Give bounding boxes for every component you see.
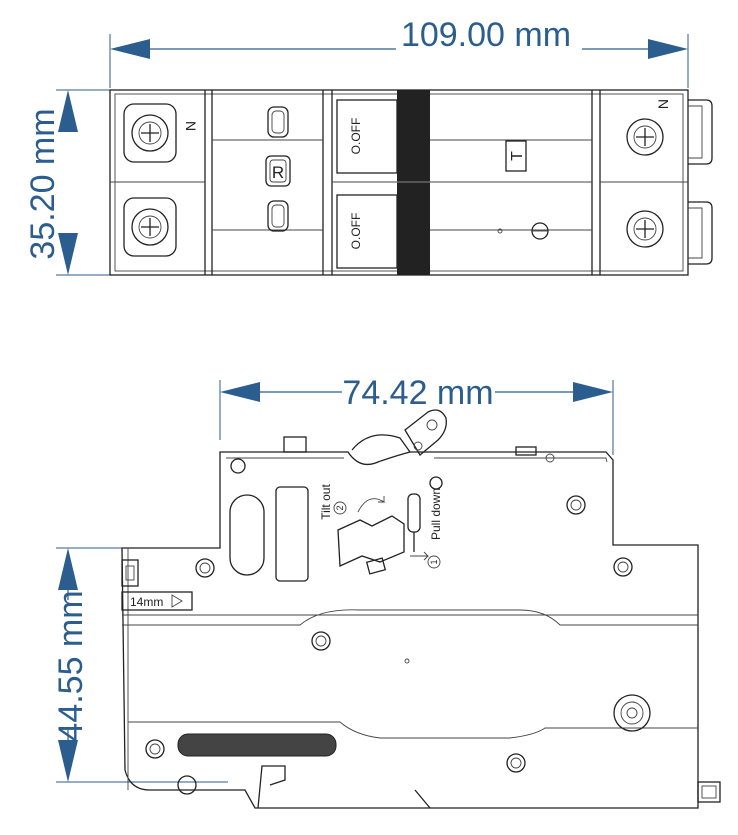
terminal-label-left: N <box>183 121 199 131</box>
strip-gauge-label: 14mm <box>130 595 163 609</box>
reset-button[interactable]: R <box>265 155 291 187</box>
top-view: 109.00 mm 35.20 mm <box>24 16 713 276</box>
step-2-number: 2 <box>335 505 345 510</box>
side-view: 74.42 mm 44.55 mm <box>52 374 721 809</box>
side-width-label: 74.42 mm <box>342 374 493 412</box>
terminal-label-right: N <box>655 99 671 109</box>
switch-handle[interactable]: O.OFF O.OFF <box>336 90 430 275</box>
arrow-down-icon <box>58 233 78 275</box>
arrow-up-icon <box>58 548 78 590</box>
screwdriver-icon <box>407 493 421 533</box>
step-1-number: 1 <box>429 559 439 564</box>
arrow-up-icon <box>58 90 78 132</box>
top-width-label: 109.00 mm <box>401 16 571 54</box>
side-height-dimension: 44.55 mm <box>52 547 228 783</box>
play-triangle-icon <box>171 594 183 608</box>
mechanism-icon <box>337 515 405 567</box>
handle-lever[interactable] <box>404 409 447 456</box>
top-height-dimension: 35.20 mm <box>24 89 110 276</box>
arrow-left-icon <box>220 382 260 402</box>
arrow-down-icon <box>58 740 78 782</box>
side-body <box>121 409 721 809</box>
terminal-screw-icon <box>123 103 664 257</box>
pull-arrow-icon <box>410 551 430 561</box>
reset-button-label: R <box>272 163 284 182</box>
step-1-label: Pull down <box>429 488 443 540</box>
top-height-label: 35.20 mm <box>24 108 62 259</box>
step-2-label: Tilt out <box>319 484 333 520</box>
arrow-right-icon <box>573 382 613 402</box>
grip-pattern <box>177 733 337 757</box>
top-width-dimension: 109.00 mm <box>109 16 689 88</box>
test-button-label: T <box>509 151 526 161</box>
side-width-dimension: 74.42 mm <box>219 374 614 455</box>
strip-gauge: 14mm <box>121 591 193 611</box>
removal-instructions: Tilt out 2 Pull down 1 <box>319 484 443 575</box>
switch-label-top: O.OFF <box>349 118 363 155</box>
arrow-left-icon <box>110 39 150 59</box>
arrow-right-icon <box>648 39 688 59</box>
switch-label-bottom: O.OFF <box>349 213 363 250</box>
tilt-arrow-icon <box>357 496 386 513</box>
side-height-label: 44.55 mm <box>52 590 90 741</box>
test-button[interactable]: T <box>505 140 527 172</box>
